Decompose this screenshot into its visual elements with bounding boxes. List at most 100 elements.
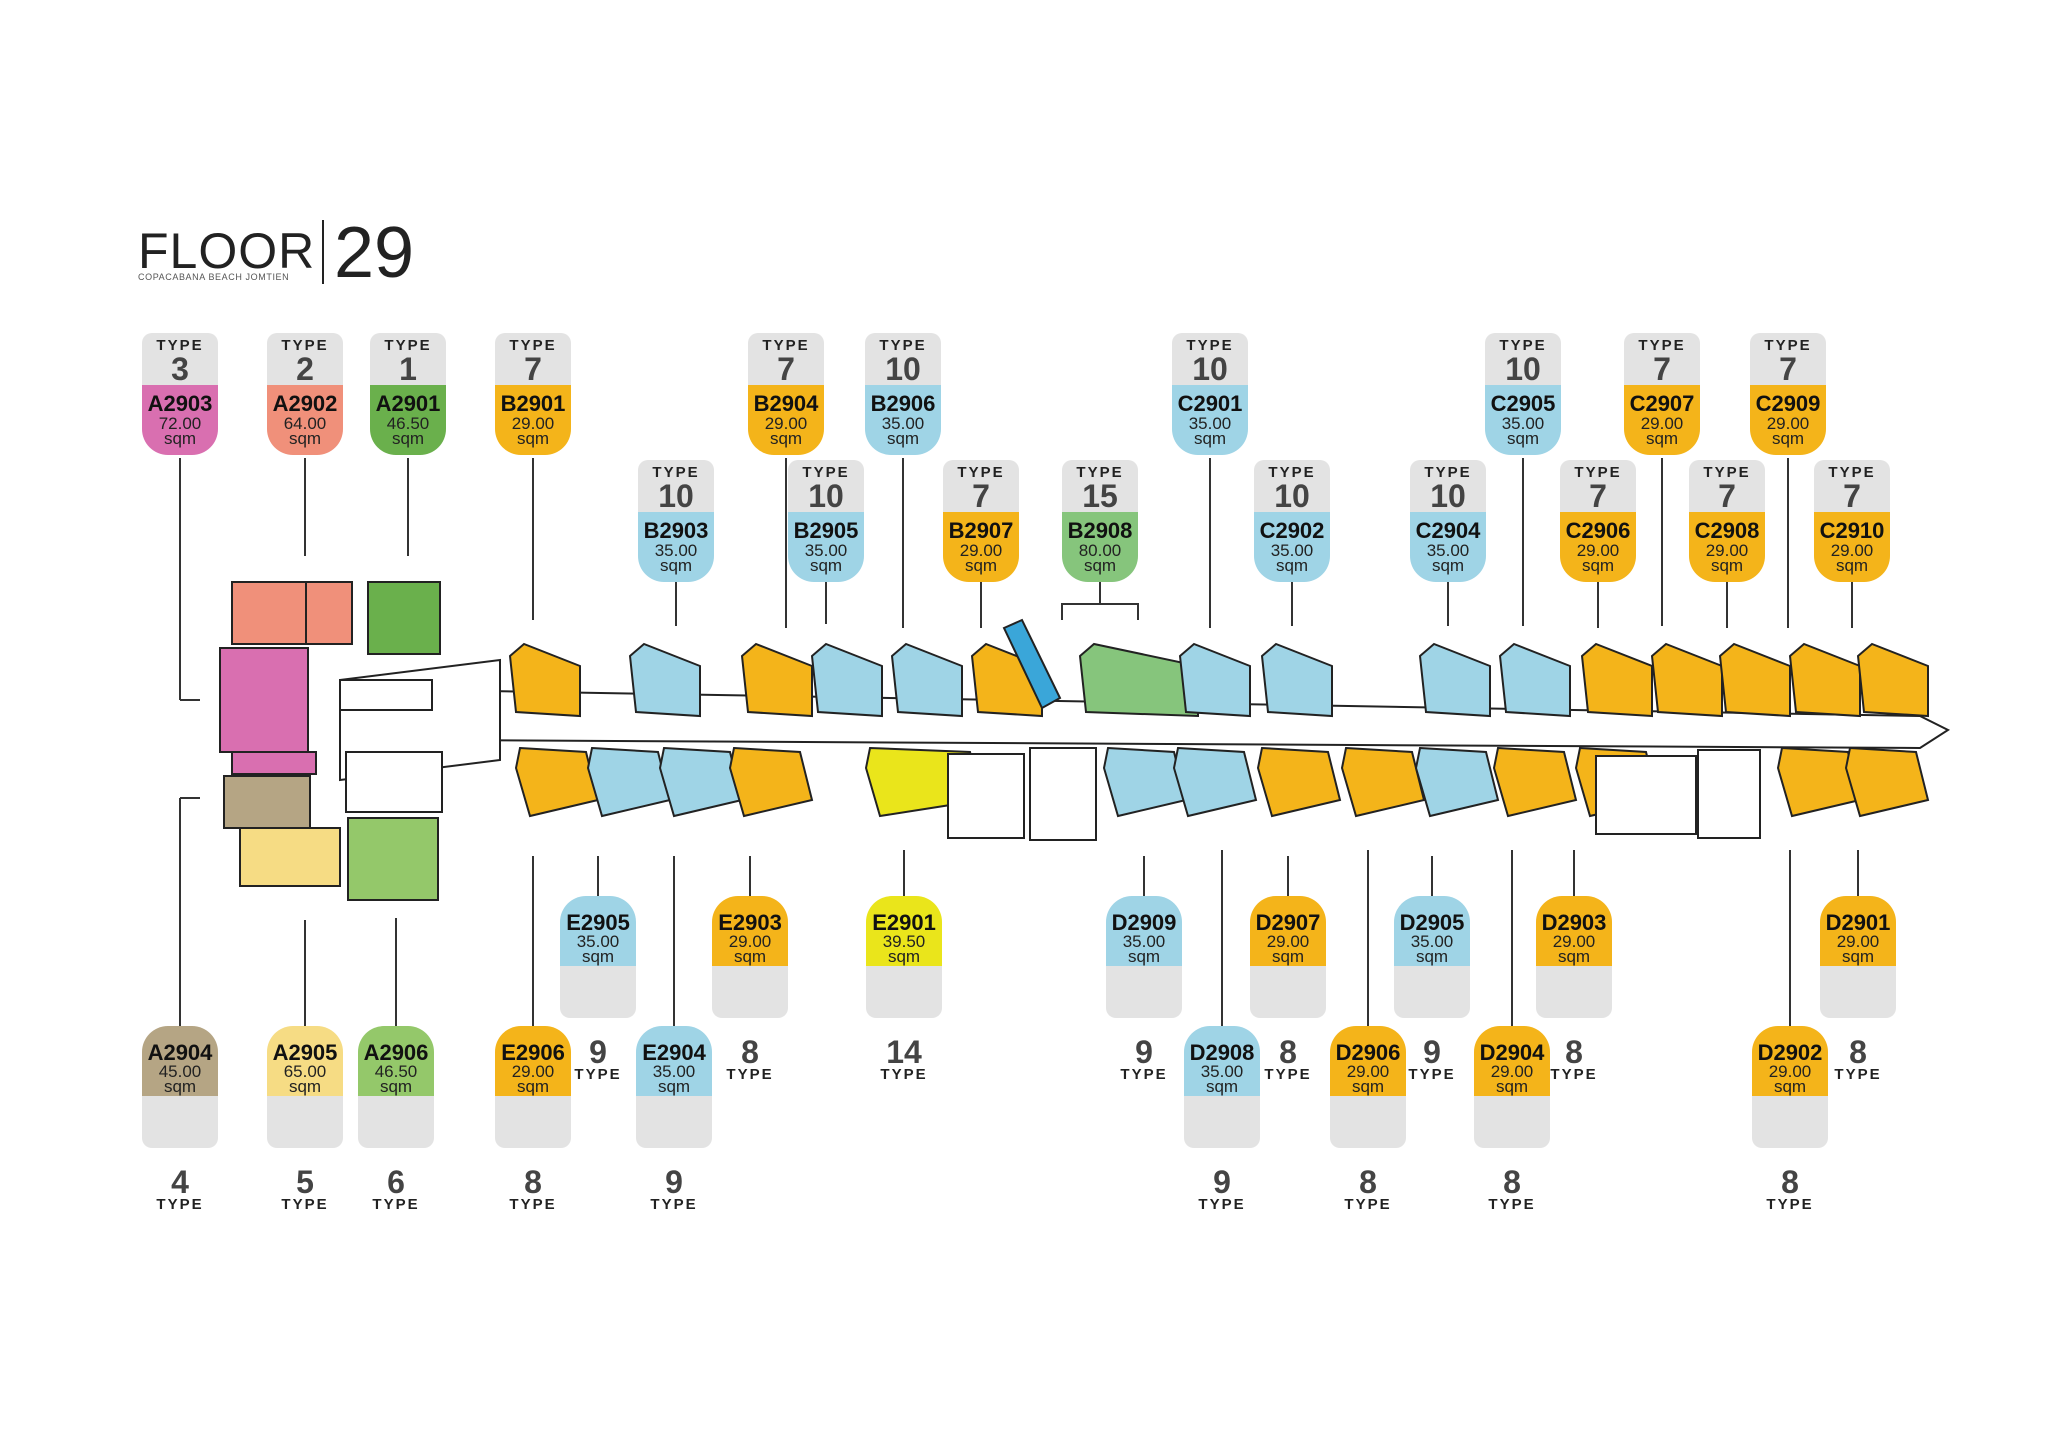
type-number: 8 xyxy=(524,1164,542,1200)
unit-area: 45.00 xyxy=(158,1062,202,1081)
lift-core-1 xyxy=(947,753,1025,839)
lift-core-2 xyxy=(1595,755,1697,835)
unit-number: D2909 xyxy=(1111,910,1177,935)
unit-area-unit: sqm xyxy=(1351,1077,1385,1096)
unit-area: 35.00 xyxy=(654,541,698,560)
pool xyxy=(1002,618,1062,710)
unit-number: E2904 xyxy=(642,1040,706,1065)
type-number: 9 xyxy=(1213,1164,1231,1200)
unit-number: E2903 xyxy=(718,910,782,935)
unit-area: 35.00 xyxy=(1501,414,1545,433)
type-number: 1 xyxy=(399,351,417,387)
type-number: 10 xyxy=(1430,478,1466,514)
unit-number: C2902 xyxy=(1259,518,1325,543)
unit-area: 72.00 xyxy=(158,414,202,433)
unit-area: 39.50 xyxy=(882,932,926,951)
unit-area: 29.00 xyxy=(1490,1062,1534,1081)
unit-number: D2905 xyxy=(1399,910,1465,935)
type-word: TYPE xyxy=(281,337,329,354)
unit-area-unit: sqm xyxy=(163,1077,197,1096)
unit-area: 64.00 xyxy=(283,414,327,433)
type-word: TYPE xyxy=(650,1196,698,1213)
unit-area-unit: sqm xyxy=(1710,556,1744,575)
unit-area: 35.00 xyxy=(804,541,848,560)
type-word: TYPE xyxy=(1764,337,1812,354)
unit-number: D2907 xyxy=(1255,910,1321,935)
type-word: TYPE xyxy=(1268,464,1316,481)
unit-number: E2905 xyxy=(566,910,630,935)
unit-area: 29.00 xyxy=(1766,414,1810,433)
type-number: 7 xyxy=(1653,351,1671,387)
apartment-a2902-b xyxy=(305,581,353,645)
unit-area: 29.00 xyxy=(764,414,808,433)
leader-b2908-bracket xyxy=(1061,603,1139,620)
type-word: TYPE xyxy=(762,337,810,354)
unit-area: 29.00 xyxy=(1266,932,1310,951)
south-unit-11 xyxy=(1492,746,1578,818)
type-number: 9 xyxy=(1135,1034,1153,1070)
unit-area: 29.00 xyxy=(728,932,772,951)
unit-area-unit: sqm xyxy=(516,429,550,448)
unit-area-unit: sqm xyxy=(1581,556,1615,575)
type-word: TYPE xyxy=(509,337,557,354)
project-subtitle: COPACABANA BEACH JOMTIEN xyxy=(138,272,290,282)
type-number: 8 xyxy=(1279,1034,1297,1070)
unit-area-unit: sqm xyxy=(1083,556,1117,575)
south-unit-1 xyxy=(514,746,600,818)
unit-number: E2906 xyxy=(501,1040,565,1065)
